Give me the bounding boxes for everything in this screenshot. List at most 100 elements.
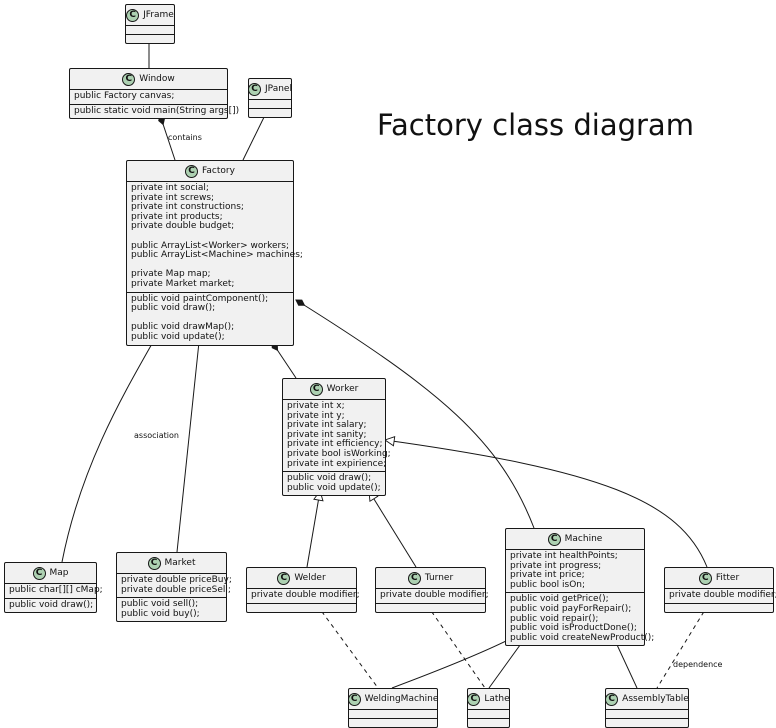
edge-window-factory xyxy=(158,114,176,161)
field: private int constructions; xyxy=(131,202,244,213)
class-stereotype-icon: C xyxy=(309,382,323,396)
method: public void isProductDone(); xyxy=(510,623,637,634)
class-fields: public Factory canvas; xyxy=(70,89,227,104)
class-name: Market xyxy=(164,558,196,568)
field: private double modifier; xyxy=(251,590,360,600)
class-stereotype-icon: C xyxy=(147,556,161,570)
field: private int healthPoints; xyxy=(510,551,618,561)
class-methods xyxy=(606,718,688,727)
method: public void buy(); xyxy=(121,608,200,619)
class-fields: private double modifier; xyxy=(376,588,489,603)
method: public static void main(String args[]) xyxy=(74,105,240,116)
class-methods xyxy=(468,718,509,727)
class-methods: public void getPrice();public void payFo… xyxy=(506,592,655,645)
method: public void drawMap(); xyxy=(131,322,235,333)
edge-weldingmachine-machine xyxy=(391,634,520,689)
field: private int sanity; xyxy=(287,429,367,440)
class-name: WeldingMachine xyxy=(364,694,439,704)
class-name: JFrame xyxy=(143,10,174,20)
method: public void repair(); xyxy=(510,613,599,624)
method: public void createNewProduct(); xyxy=(510,632,655,643)
edge-label-contains: contains xyxy=(168,133,202,142)
field: private int products; xyxy=(131,211,223,222)
class-stereotype-icon: C xyxy=(277,571,291,585)
class-stereotype-icon: C xyxy=(698,571,712,585)
class-name: AssemblyTable xyxy=(622,694,689,704)
edge-fitter-assemblytable xyxy=(656,604,709,689)
class-fields: private double modifier; xyxy=(247,588,360,603)
field: private double priceBuy; xyxy=(121,575,232,585)
field: private int progress; xyxy=(510,560,602,571)
class-stereotype-icon: C xyxy=(467,692,481,706)
class-name: Worker xyxy=(326,384,359,394)
field: private double modifier; xyxy=(669,590,776,600)
edge-factory-worker xyxy=(271,341,297,379)
class-methods: public static void main(String args[]) xyxy=(70,103,240,119)
class-fields: private int social;private int screws;pr… xyxy=(127,181,303,292)
class-fields: private double priceBuy;private double p… xyxy=(117,573,232,597)
class-fields: public char[][] cMap; xyxy=(5,583,103,598)
method: public void getPrice(); xyxy=(510,594,609,605)
class-methods: public void sell();public void buy(); xyxy=(117,597,226,621)
class-methods xyxy=(665,602,773,612)
class-stereotype-icon: C xyxy=(185,164,199,178)
class-stereotype-icon: C xyxy=(547,532,561,546)
class-fields xyxy=(249,99,291,108)
class-methods xyxy=(349,718,437,727)
edge-welder-worker xyxy=(306,491,320,568)
method: public void sell(); xyxy=(121,599,199,610)
class-name: Turner xyxy=(424,573,454,583)
class-name: JPanel xyxy=(265,84,292,94)
field: private int salary; xyxy=(287,420,367,431)
class-methods: public void paintComponent(); public void… xyxy=(127,291,293,345)
field: private int social; xyxy=(131,183,209,193)
field: public ArrayList<Worker> workers; xyxy=(131,240,289,251)
edge-label-dependence: dependence xyxy=(673,660,723,669)
class-fields: private int healthPoints;private int pro… xyxy=(506,549,644,592)
edge-factory-machine xyxy=(295,299,535,529)
class-name: Welder xyxy=(294,573,326,583)
class-methods: public void draw();public void update(); xyxy=(283,471,385,495)
field: private double budget; xyxy=(131,221,235,232)
field: public char[][] cMap; xyxy=(9,585,103,595)
class-methods xyxy=(376,602,485,612)
class-methods xyxy=(247,602,356,612)
class-fields xyxy=(606,709,688,718)
class-name: Fitter xyxy=(715,573,740,583)
class-name: Lathe xyxy=(484,694,510,704)
edge-turner-lathe xyxy=(426,604,486,689)
class-methods xyxy=(126,34,174,43)
class-fields: private int x;private int y;private int … xyxy=(283,399,391,471)
class-stereotype-icon: C xyxy=(347,692,361,706)
class-name: Map xyxy=(49,568,69,578)
class-stereotype-icon: C xyxy=(32,566,46,580)
class-methods: public void draw(); xyxy=(5,597,96,613)
class-name: Factory xyxy=(202,166,235,176)
method: public void update(); xyxy=(131,331,225,342)
field: private Map map; xyxy=(131,269,211,280)
class-stereotype-icon: C xyxy=(122,72,136,86)
edge-fitter-worker xyxy=(385,440,708,568)
method: public void paintComponent(); xyxy=(131,293,269,304)
edge-welder-weldingmachine xyxy=(316,604,379,689)
field: private Market market; xyxy=(131,278,235,289)
